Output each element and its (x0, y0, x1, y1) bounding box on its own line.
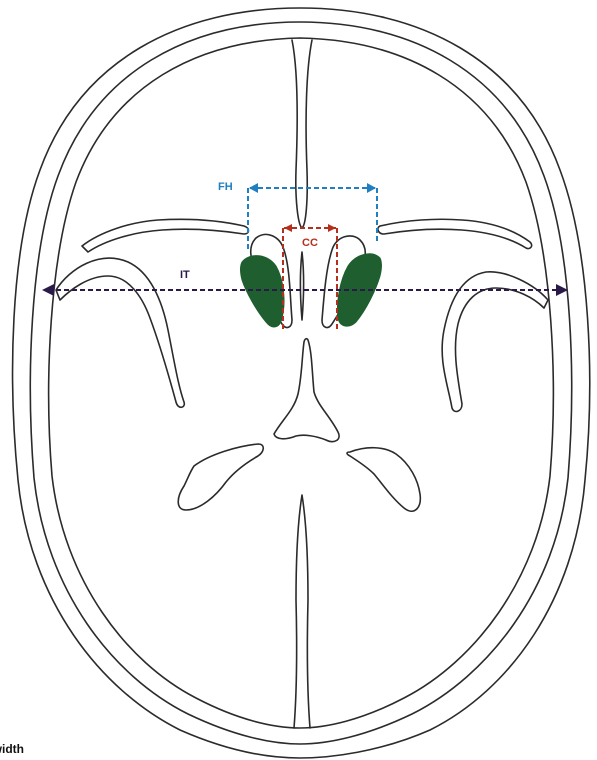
fh-left-arrowhead (249, 183, 258, 193)
fh-label: FH (218, 181, 233, 193)
cc-left-arrowhead (284, 224, 292, 232)
it-left-arrowhead (42, 284, 54, 296)
skull-inner-contour (30, 22, 571, 744)
it-measurement: IT (42, 269, 568, 296)
left-caudate-head (241, 256, 285, 327)
cropped-caption-text: n width (0, 742, 24, 756)
brain-surface-contour (49, 38, 554, 728)
septum-pellucidum (301, 252, 304, 320)
left-frontal-sulcus (82, 219, 249, 252)
it-label: IT (180, 269, 190, 281)
right-frontal-sulcus (378, 219, 532, 248)
right-sylvian-fissure (442, 272, 548, 412)
third-ventricle (274, 339, 339, 442)
anterior-interhemispheric-fissure (292, 40, 312, 228)
left-occipital-horn (178, 444, 263, 510)
posterior-interhemispheric-fissure (294, 495, 310, 728)
fh-right-arrowhead (367, 183, 376, 193)
left-sylvian-fissure (56, 258, 184, 407)
cc-label: CC (302, 237, 318, 249)
skull-outer-contour (13, 8, 590, 758)
cc-right-arrowhead (328, 224, 336, 232)
right-occipital-horn (347, 448, 420, 511)
